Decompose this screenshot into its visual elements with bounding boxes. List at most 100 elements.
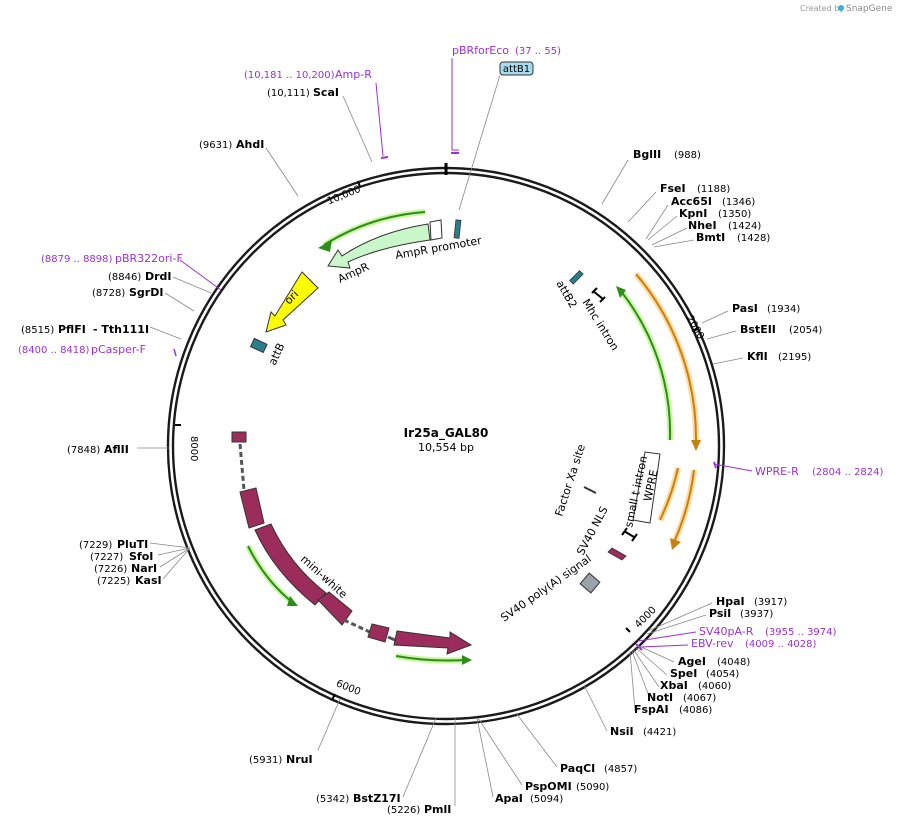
site-pluti[interactable]: PluTI <box>117 538 148 551</box>
site-fspai[interactable]: FspAI <box>634 703 669 716</box>
wpre-feature[interactable] <box>632 451 661 524</box>
site-bstz17i[interactable]: BstZ17I <box>353 792 401 805</box>
site-tth111i[interactable]: - Tth111I <box>93 323 149 336</box>
site-noti-pos: (4067) <box>683 693 716 704</box>
sv40pa-leader <box>637 631 697 642</box>
wpre-r-primer[interactable] <box>713 461 717 469</box>
ori-feature[interactable] <box>265 271 319 333</box>
site-nhei[interactable]: NheI <box>688 219 717 232</box>
site-paqci[interactable]: PaqCI <box>560 762 595 775</box>
site-aflii[interactable]: AflII <box>104 443 129 456</box>
site-kpni-pos: (1350) <box>718 209 751 220</box>
site-pflfi-pos: (8515) <box>21 325 54 336</box>
site-sgrdi-pos: (8728) <box>92 288 125 299</box>
orange-orf2-arrow[interactable] <box>674 469 695 541</box>
site-scai-pos: (10,111) <box>267 88 310 99</box>
site-spei-pos: (4054) <box>706 669 739 680</box>
attb1-box[interactable] <box>499 61 534 76</box>
site-bmti[interactable]: BmtI <box>696 231 725 244</box>
miniwhite-orf2-arrowhead <box>462 655 472 665</box>
restriction-sites: BglII (988) FseI (1188) Acc65I (1346) Kp… <box>21 86 822 816</box>
ampr-promoter-feature[interactable] <box>429 219 443 241</box>
site-psii-pos: (3937) <box>740 609 773 620</box>
wpre-r-name: WPRE-R <box>755 465 799 478</box>
site-sfoi[interactable]: SfoI <box>129 550 153 563</box>
site-ahdi-pos: (9631) <box>199 140 232 151</box>
attb1-feature[interactable] <box>453 219 462 239</box>
orange-orf1-arrow[interactable] <box>635 273 698 441</box>
sv40pa-pos: (3955 .. 3974) <box>765 627 837 638</box>
site-kasi-pos: (7225) <box>97 576 130 587</box>
ampr-primer-name: Amp-R <box>335 68 372 81</box>
site-acc65i[interactable]: Acc65I <box>671 195 712 208</box>
site-drdi[interactable]: DrdI <box>145 270 172 283</box>
ampr-orf-arrow[interactable] <box>323 211 426 246</box>
site-leaders <box>137 95 744 806</box>
site-kfli[interactable]: KflI <box>747 350 768 363</box>
site-nari[interactable]: NarI <box>131 562 157 575</box>
ampr-primer[interactable] <box>380 156 389 159</box>
site-hpai[interactable]: HpaI <box>716 595 745 608</box>
pcasper-primer[interactable] <box>173 348 177 357</box>
site-bglii[interactable]: BglII <box>633 148 661 161</box>
site-psii[interactable]: PsiI <box>709 607 731 620</box>
sv40-polya-label: SV40 poly(A) signal <box>498 552 593 624</box>
site-pspomi[interactable]: PspOMI <box>525 780 572 793</box>
pcasper-name: pCasper-F <box>91 343 146 356</box>
mini-white-feature[interactable] <box>231 431 473 655</box>
site-agei[interactable]: AgeI <box>678 655 706 668</box>
attb-feature[interactable] <box>249 337 268 354</box>
sv40-polya-feature[interactable] <box>579 572 601 594</box>
site-spei[interactable]: SpeI <box>670 667 697 680</box>
site-xbai[interactable]: XbaI <box>660 679 688 692</box>
tick-label-2000: 2000 <box>684 314 706 342</box>
site-noti[interactable]: NotI <box>647 691 673 704</box>
site-pasi[interactable]: PasI <box>732 302 758 315</box>
site-fsei-pos: (1188) <box>697 184 730 195</box>
sv40-nls-feature[interactable] <box>607 547 627 561</box>
site-pflfi[interactable]: PflFI <box>58 323 86 336</box>
created-by-text: Created by <box>800 4 844 13</box>
wpre-r-leader <box>713 463 753 472</box>
gal80-orf-arrow[interactable] <box>619 289 672 441</box>
site-nsii[interactable]: NsiI <box>610 725 634 738</box>
miniwhite-orf1-arrow[interactable] <box>247 545 293 603</box>
site-apai[interactable]: ApaI <box>495 792 523 805</box>
tick-4000 <box>625 627 631 633</box>
miniwhite-orf2-arrow[interactable] <box>395 655 466 662</box>
site-sfoi-pos: (7227) <box>90 552 123 563</box>
orange-orf1-arrowhead <box>691 440 701 451</box>
factor-xa-feature[interactable] <box>583 486 597 494</box>
site-nhei-pos: (1424) <box>728 221 761 232</box>
site-kasi[interactable]: KasI <box>135 574 162 587</box>
tick-label-4000: 4000 <box>633 605 659 631</box>
site-pmli[interactable]: PmlI <box>424 803 451 816</box>
snapgene-brand: SnapGene <box>846 4 893 14</box>
orange-orf2-arrowhead <box>670 538 681 550</box>
snapgene-logo-icon <box>838 5 844 11</box>
site-pspomi-pos: (5090) <box>576 782 609 793</box>
site-nari-pos: (7226) <box>94 564 127 575</box>
site-pluti-pos: (7229) <box>79 540 112 551</box>
pbrforeco-leader <box>451 58 459 151</box>
orange-orf3-arrow[interactable] <box>659 467 679 521</box>
site-kfli-pos: (2195) <box>778 352 811 363</box>
site-bsteii[interactable]: BstEII <box>740 323 776 336</box>
sv40-nls-label: SV40 NLS <box>574 504 611 557</box>
site-fsei[interactable]: FseI <box>660 182 686 195</box>
site-ahdi[interactable]: AhdI <box>236 138 264 151</box>
ampr-feature[interactable] <box>327 223 431 269</box>
site-apai-pos: (5094) <box>530 794 563 805</box>
small-t-intron-feature[interactable] <box>621 527 638 542</box>
pbr322ori-pos: (8879 .. 8898) <box>41 254 113 265</box>
attb2-feature[interactable] <box>569 270 584 285</box>
site-fspai-pos: (4086) <box>679 705 712 716</box>
mhc-intron-feature[interactable] <box>591 287 606 303</box>
site-nrui[interactable]: NruI <box>286 753 313 766</box>
site-sgrdi[interactable]: SgrDI <box>129 286 163 299</box>
plasmid-name: Ir25a_GAL80 <box>404 426 489 441</box>
ebv-name: EBV-rev <box>691 637 734 650</box>
site-kpni[interactable]: KpnI <box>679 207 707 220</box>
mhc-intron-label: Mhc intron <box>579 297 621 353</box>
site-scai[interactable]: ScaI <box>313 86 339 99</box>
